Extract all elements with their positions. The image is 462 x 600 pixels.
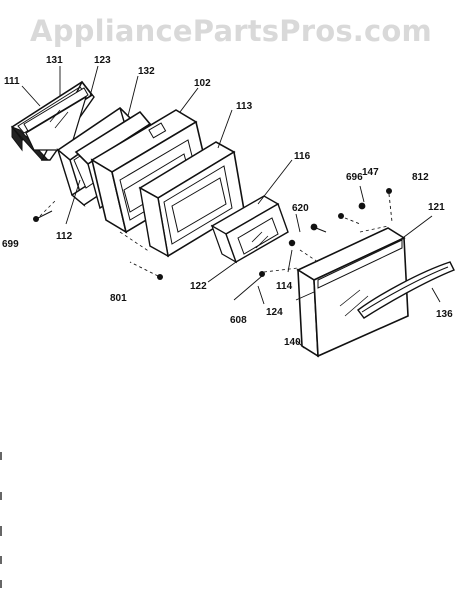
screw-801 <box>129 261 163 280</box>
label-102: 102 <box>194 78 211 89</box>
label-812: 812 <box>412 172 429 183</box>
screw-620 <box>310 223 327 233</box>
scan-edge-marks <box>0 452 2 588</box>
label-113: 113 <box>236 101 253 112</box>
label-136: 136 <box>436 309 453 320</box>
label-608: 608 <box>230 315 247 326</box>
label-696: 696 <box>346 172 363 183</box>
label-140: 140 <box>284 337 301 348</box>
label-132: 132 <box>138 66 155 77</box>
part-131-glass <box>23 87 89 151</box>
screw-696 <box>338 213 361 225</box>
part-116-122-window-pack <box>210 195 289 264</box>
screw-147 <box>358 202 366 210</box>
label-122: 122 <box>190 281 207 292</box>
label-620: 620 <box>292 203 309 214</box>
label-121: 121 <box>428 202 445 213</box>
leader-lines <box>21 65 441 349</box>
label-699: 699 <box>2 239 19 250</box>
label-116: 116 <box>294 151 311 162</box>
screw-608 <box>259 271 265 277</box>
watermark: AppliancePartsPros.com <box>30 14 432 48</box>
screw-699 <box>33 210 53 222</box>
label-123: 123 <box>94 55 111 66</box>
part-121-outer-door <box>296 227 409 358</box>
part-113-inner-panel <box>138 141 245 258</box>
label-124: 124 <box>266 307 283 318</box>
label-112: 112 <box>56 231 73 242</box>
label-114: 114 <box>276 281 293 292</box>
label-801: 801 <box>110 293 127 304</box>
label-131: 131 <box>46 55 63 66</box>
part-136-handle <box>357 261 455 319</box>
label-111: 111 <box>4 76 20 87</box>
screw-812 <box>386 188 393 223</box>
label-147: 147 <box>362 167 379 178</box>
screw-114 <box>288 239 296 247</box>
